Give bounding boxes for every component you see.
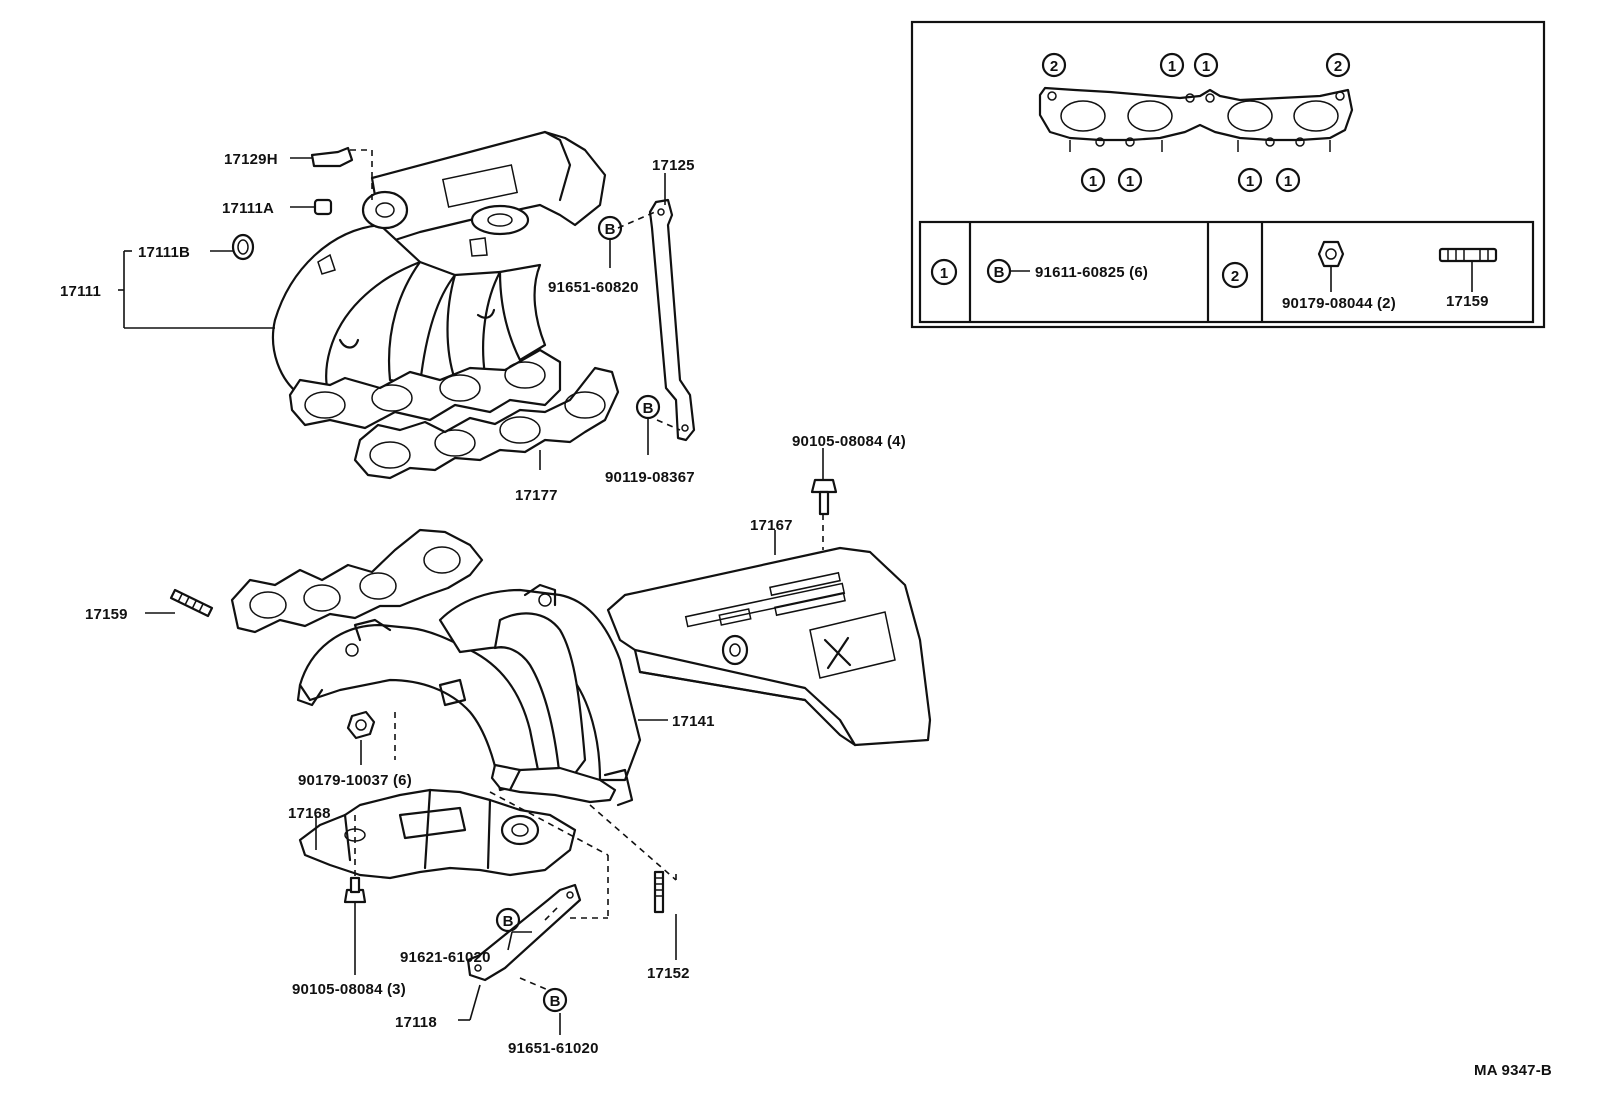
- b-marker-90119-08367: B: [635, 394, 661, 420]
- inset-row-1: 1 B 91611-60825 (6): [930, 258, 1148, 286]
- label-90179-10037: 90179-10037 (6): [298, 772, 412, 789]
- label-17141: 17141: [672, 713, 715, 730]
- svg-text:1: 1: [1284, 173, 1292, 190]
- label-17125: 17125: [652, 157, 695, 174]
- svg-text:2: 2: [1334, 58, 1342, 75]
- inset-gasket: [1038, 86, 1354, 152]
- label-17111b: 17111B: [138, 244, 190, 261]
- label-17129h: 17129H: [224, 151, 278, 168]
- label-17159: 17159: [85, 606, 128, 623]
- callout-labels: 17129H 17111A 17111B 17111 17125 91651-6…: [60, 151, 906, 1057]
- svg-text:1: 1: [1168, 58, 1176, 75]
- bolt-markers: B B B B: [495, 215, 661, 1013]
- inset-fastener-table: 2 1 1 2 1 1 1 1 1 B 91611-60825 (6) 2 90: [910, 20, 1546, 329]
- intake-gasket: [353, 366, 620, 480]
- inset-row1-part: 91611-60825 (6): [1035, 264, 1148, 281]
- inset-row2-nut: 90179-08044 (2): [1282, 295, 1396, 312]
- label-91651-60820: 91651-60820: [548, 279, 639, 296]
- intake-manifold: [271, 130, 607, 430]
- label-17152: 17152: [647, 965, 690, 982]
- label-91621-61020: 91621-61020: [400, 949, 491, 966]
- label-90119-08367: 90119-08367: [605, 469, 695, 486]
- manifold-stay: [648, 198, 696, 442]
- lower-heat-insulator: [298, 788, 577, 880]
- label-17111: 17111: [60, 283, 101, 300]
- svg-text:2: 2: [1050, 58, 1058, 75]
- label-17168: 17168: [288, 805, 331, 822]
- svg-text:1: 1: [1089, 173, 1097, 190]
- exhaust-gasket: [230, 528, 484, 634]
- svg-text:2: 2: [1231, 268, 1239, 285]
- b-marker-91651-60820: B: [597, 215, 623, 241]
- svg-text:B: B: [605, 221, 616, 238]
- svg-text:B: B: [503, 913, 514, 930]
- svg-text:1: 1: [940, 265, 948, 282]
- inset-row-2: 2 90179-08044 (2) 17159: [1221, 240, 1498, 312]
- inset-row2-stud: 17159: [1446, 293, 1489, 310]
- svg-text:1: 1: [1246, 173, 1254, 190]
- leader-lines: [118, 149, 824, 1035]
- inset-bottom-markers: 1 1 1 1: [1080, 167, 1301, 193]
- label-90105-08084-4: 90105-08084 (4): [792, 433, 906, 450]
- diagram-code: MA 9347-B: [1474, 1062, 1552, 1079]
- svg-text:1: 1: [1126, 173, 1134, 190]
- svg-text:B: B: [550, 993, 561, 1010]
- svg-text:B: B: [643, 400, 654, 417]
- label-17177: 17177: [515, 487, 558, 504]
- b-marker-91651-61020: B: [542, 987, 568, 1013]
- label-91651-61020: 91651-61020: [508, 1040, 599, 1057]
- svg-text:B: B: [994, 264, 1005, 281]
- label-17167: 17167: [750, 517, 793, 534]
- b-marker-91621-61020: B: [495, 907, 521, 933]
- exhaust-manifold: [296, 583, 642, 807]
- label-17118: 17118: [395, 1014, 437, 1031]
- heat-insulator: [606, 546, 932, 747]
- inset-top-markers: 2 1 1 2: [1041, 52, 1351, 78]
- label-17111a: 17111A: [222, 200, 274, 217]
- svg-text:1: 1: [1202, 58, 1210, 75]
- fasteners: [169, 146, 838, 914]
- label-90105-08084-3: 90105-08084 (3): [292, 981, 406, 998]
